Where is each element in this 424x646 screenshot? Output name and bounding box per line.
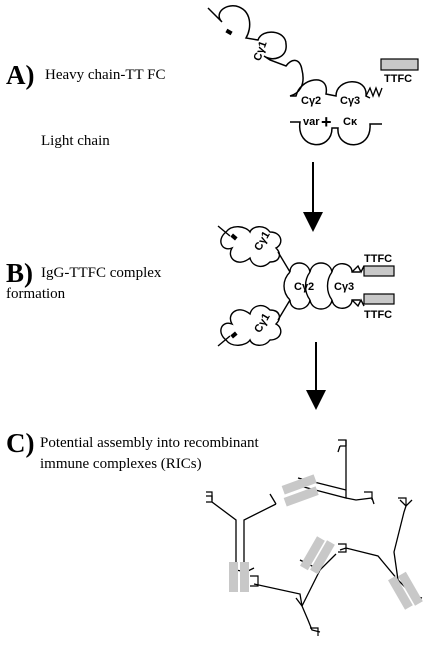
ch2-label-a: Cγ2: [301, 95, 321, 107]
panel-a-letter: A): [6, 60, 35, 90]
ck-label: Cκ: [343, 116, 358, 128]
var-label: var: [303, 116, 320, 128]
light-chain: [290, 121, 382, 146]
ch3-label-a: Cγ3: [340, 95, 360, 107]
ttfc-box-b-top: [363, 265, 395, 277]
panel-b-caption-line1: IgG-TTFC complex: [41, 265, 162, 281]
panel-b-letter: B): [6, 258, 33, 288]
panel-a-caption: Heavy chain-TT FC: [45, 67, 166, 83]
heavy-chain-hinge: [365, 86, 383, 98]
panel-c-caption-line1: Potential assembly into recombinant: [40, 435, 259, 451]
ric-connector-brackets: [206, 439, 407, 636]
ric-assembly: [206, 440, 423, 633]
ch2-label-b: Cγ2: [294, 281, 314, 293]
ttfc-label-a: TTFC: [384, 73, 412, 85]
ttfc-box-a: [380, 58, 419, 71]
panel-c-caption-line2: immune complexes (RICs): [40, 456, 202, 472]
ttfc-label-b-bottom: TTFC: [364, 309, 392, 321]
variable-region-mark-a: [225, 28, 233, 36]
heavy-chain: [207, 5, 371, 99]
ttfc-box-b-bottom: [363, 293, 395, 305]
ttfc-label-b-top: TTFC: [364, 253, 392, 265]
ric-ttfc-bars: [229, 474, 423, 610]
panel-c-letter: C): [6, 428, 35, 458]
panel-b-caption-line2: formation: [6, 286, 66, 302]
ch1-label-b-top: Cγ1: [252, 229, 272, 252]
igg-ttfc-complex: [217, 225, 365, 347]
variable-region-mark-b-top: [230, 233, 238, 241]
ch1-label-a: Cγ1: [251, 40, 269, 63]
ch3-label-b: Cγ3: [334, 281, 354, 293]
plus-sign: +: [321, 112, 332, 132]
light-chain-caption: Light chain: [41, 133, 110, 149]
ch1-label-b-bottom: Cγ1: [252, 311, 272, 334]
variable-region-mark-b-bottom: [230, 331, 238, 339]
